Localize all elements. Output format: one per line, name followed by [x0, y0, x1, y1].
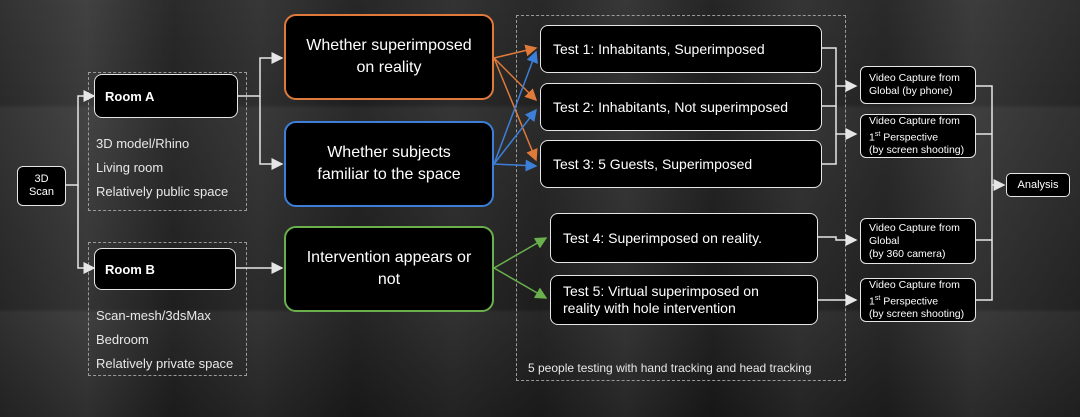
capture-2-line1: 1st Perspective [869, 128, 938, 145]
capture-4-ordinal: 1 [869, 295, 875, 308]
factor-familiar-line1: Whether subjects [327, 144, 451, 161]
test-5-box: Test 5: Virtual superimposed on reality … [550, 275, 818, 325]
capture-4-line1: 1st Perspective [869, 292, 938, 309]
factor-superimposed-line1: Whether superimposed [306, 37, 472, 54]
room-b-detail-1: Scan-mesh/3dsMax [96, 308, 211, 323]
room-a-box: Room A [94, 74, 238, 118]
tests-group [516, 15, 846, 381]
analysis-box: Analysis [1006, 173, 1070, 197]
capture-4-perspective: Perspective [880, 295, 939, 308]
factor-superimposed-line2: on reality [356, 59, 422, 76]
test-5-line1: Test 5: Virtual superimposed on [563, 283, 759, 299]
room-a-group [88, 72, 247, 211]
factor-familiar-box: Whether subjects familiar to the space [284, 121, 494, 207]
scan-box: 3D Scan [17, 166, 66, 206]
factor-intervention-line2: not [377, 271, 401, 288]
room-b-title: Room B [105, 261, 155, 277]
capture-2-perspective: Perspective [880, 131, 939, 144]
capture-4-line2: (by screen shooting) [869, 308, 965, 321]
test-2-box: Test 2: Inhabitants, Not superimposed [540, 83, 822, 131]
capture-1-line2: Global (by phone) [869, 85, 953, 97]
test-2-label: Test 2: Inhabitants, Not superimposed [553, 99, 789, 115]
room-a-detail-1: 3D model/Rhino [96, 136, 190, 151]
analysis-label: Analysis [1017, 179, 1059, 191]
test-4-box: Test 4: Superimposed on reality. [550, 213, 818, 263]
room-b-detail-2: Bedroom [96, 332, 149, 347]
capture-first-person-box-1: Video Capture from 1st Perspective (by s… [860, 114, 976, 158]
capture-1-line1: Video Capture from [869, 72, 960, 84]
test-5-line2: reality with hole intervention [563, 300, 736, 316]
room-a-title: Room A [105, 88, 155, 104]
capture-global-360-box: Video Capture from Global (by 360 camera… [860, 218, 976, 264]
factor-familiar-line2: familiar to the space [317, 166, 461, 183]
test-1-box: Test 1: Inhabitants, Superimposed [540, 25, 822, 73]
room-b-box: Room B [94, 248, 236, 290]
capture-global-phone-box: Video Capture from Global (by phone) [860, 66, 976, 104]
capture-3-line1: Video Capture from [869, 221, 960, 234]
capture-2-line2: (by screen shooting) [869, 144, 965, 157]
room-b-group [88, 242, 247, 376]
testing-note: 5 people testing with hand tracking and … [528, 361, 812, 375]
capture-2-sup: st [874, 130, 881, 138]
test-3-label: Test 3: 5 Guests, Superimposed [553, 156, 753, 172]
room-a-detail-3: Relatively public space [96, 184, 229, 199]
factor-intervention-box: Intervention appears or not [284, 226, 494, 312]
room-a-detail-2: Living room [96, 160, 164, 175]
capture-3-line3: (by 360 camera) [869, 247, 946, 260]
capture-4-sup: st [874, 294, 881, 302]
factor-intervention-line1: Intervention appears or [306, 249, 472, 266]
test-1-label: Test 1: Inhabitants, Superimposed [553, 41, 765, 57]
capture-2-ordinal: 1 [869, 131, 875, 144]
factor-superimposed-box: Whether superimposed on reality [284, 14, 494, 100]
capture-4-line0: Video Capture from [869, 278, 960, 291]
room-b-detail-3: Relatively private space [96, 356, 234, 371]
scan-line2: Scan [28, 186, 55, 198]
capture-3-line2: Global [869, 234, 900, 247]
capture-2-line0: Video Capture from [869, 114, 960, 127]
test-3-box: Test 3: 5 Guests, Superimposed [540, 140, 822, 188]
scan-line1: 3D [34, 173, 49, 185]
capture-first-person-box-2: Video Capture from 1st Perspective (by s… [860, 278, 976, 322]
test-4-label: Test 4: Superimposed on reality. [563, 230, 762, 246]
